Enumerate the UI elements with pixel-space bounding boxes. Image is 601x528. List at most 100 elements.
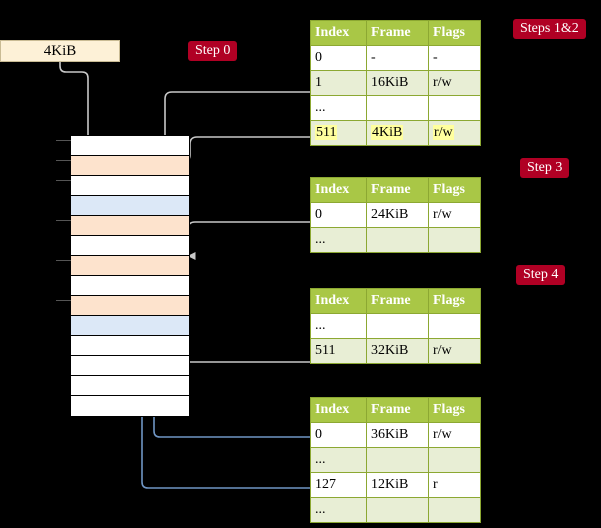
table-row: ... <box>310 95 481 121</box>
table-cell <box>366 227 429 253</box>
table-cell: 0 <box>310 202 367 228</box>
table-header-flags: Flags <box>428 177 481 203</box>
table-header-frame: Frame <box>366 397 429 423</box>
table-row: ... <box>310 447 481 473</box>
table-cell: ... <box>310 227 367 253</box>
memory-tick-1 <box>56 160 71 161</box>
table-cell: r <box>428 472 481 498</box>
physical-memory-column <box>70 135 190 417</box>
badge-steps-1-2: Steps 1&2 <box>513 19 586 39</box>
memory-frame-row <box>71 136 189 156</box>
table-cell: ... <box>310 497 367 523</box>
table-header-frame: Frame <box>366 20 429 46</box>
table-header-index: Index <box>310 288 367 314</box>
memory-frame-row <box>71 216 189 236</box>
table-row: 511 4KiB r/w <box>310 120 481 146</box>
source-page-box: 4KiB <box>0 40 120 62</box>
table-cell <box>366 497 429 523</box>
memory-frame-row <box>71 236 189 256</box>
memory-frame-row <box>71 156 189 176</box>
memory-frame-row <box>71 316 189 336</box>
table-cell: r/w <box>428 120 481 146</box>
table-cell <box>366 95 429 121</box>
badge-step-0: Step 0 <box>188 41 238 61</box>
memory-tick-3 <box>56 220 71 221</box>
table-header-index: Index <box>310 20 367 46</box>
table-cell <box>428 447 481 473</box>
table-cell <box>428 313 481 339</box>
table-row: ... <box>310 497 481 523</box>
table-header-index: Index <box>310 397 367 423</box>
table-cell: r/w <box>428 422 481 448</box>
memory-frame-row <box>71 176 189 196</box>
badge-step-3: Step 3 <box>520 158 570 178</box>
table-row: 0-- <box>310 45 481 71</box>
memory-tick-0 <box>56 140 71 141</box>
memory-frame-row <box>71 356 189 376</box>
table-cell: 511 <box>310 338 367 364</box>
table-cell: 511 <box>310 120 367 146</box>
table-cell: r/w <box>428 338 481 364</box>
table-cell: 127 <box>310 472 367 498</box>
connector-step4 <box>174 316 310 363</box>
badge-steps-1-2-label: Steps 1&2 <box>520 21 579 36</box>
table-row: ... <box>310 227 481 253</box>
table-row: ... <box>310 313 481 339</box>
table-cell: 0 <box>310 422 367 448</box>
memory-frame-row <box>71 296 189 316</box>
table-header-frame: Frame <box>366 288 429 314</box>
connector-step3 <box>176 221 310 260</box>
table-cell: 16KiB <box>366 70 429 96</box>
badge-step-4-label: Step 4 <box>523 267 559 282</box>
memory-frame-row <box>71 256 189 276</box>
table-cell: r/w <box>428 202 481 228</box>
table-cell: ... <box>310 95 367 121</box>
table-cell: 32KiB <box>366 338 429 364</box>
badge-step-4: Step 4 <box>516 265 566 285</box>
table-cell <box>428 497 481 523</box>
table-cell <box>366 313 429 339</box>
memory-tick-2 <box>56 180 71 181</box>
badge-step-3-label: Step 3 <box>527 160 563 175</box>
highlighted-value: 511 <box>315 125 338 140</box>
table-cell: 24KiB <box>366 202 429 228</box>
memory-frame-row <box>71 396 189 416</box>
table-cell: 36KiB <box>366 422 429 448</box>
table-cell: r/w <box>428 70 481 96</box>
table-cell: - <box>366 45 429 71</box>
table-cell: 12KiB <box>366 472 429 498</box>
table-cell <box>428 227 481 253</box>
table-header-flags: Flags <box>428 397 481 423</box>
table-header-flags: Flags <box>428 20 481 46</box>
table-cell: 1 <box>310 70 367 96</box>
table-cell <box>428 95 481 121</box>
table-cell: - <box>428 45 481 71</box>
badge-step-0-label: Step 0 <box>195 43 231 58</box>
table-cell <box>366 447 429 473</box>
memory-frame-row <box>71 336 189 356</box>
table-header-frame: Frame <box>366 177 429 203</box>
highlighted-value: r/w <box>433 125 454 140</box>
memory-frame-row <box>71 276 189 296</box>
table-header-flags: Flags <box>428 288 481 314</box>
table-cell: 4KiB <box>366 120 429 146</box>
memory-frame-row <box>71 196 189 216</box>
highlighted-value: 4KiB <box>371 125 404 140</box>
table-header-index: Index <box>310 177 367 203</box>
memory-tick-5 <box>56 300 71 301</box>
table-cell: 0 <box>310 45 367 71</box>
memory-tick-4 <box>56 260 71 261</box>
table-cell: ... <box>310 313 367 339</box>
table-cell: ... <box>310 447 367 473</box>
source-page-label: 4KiB <box>43 43 77 59</box>
